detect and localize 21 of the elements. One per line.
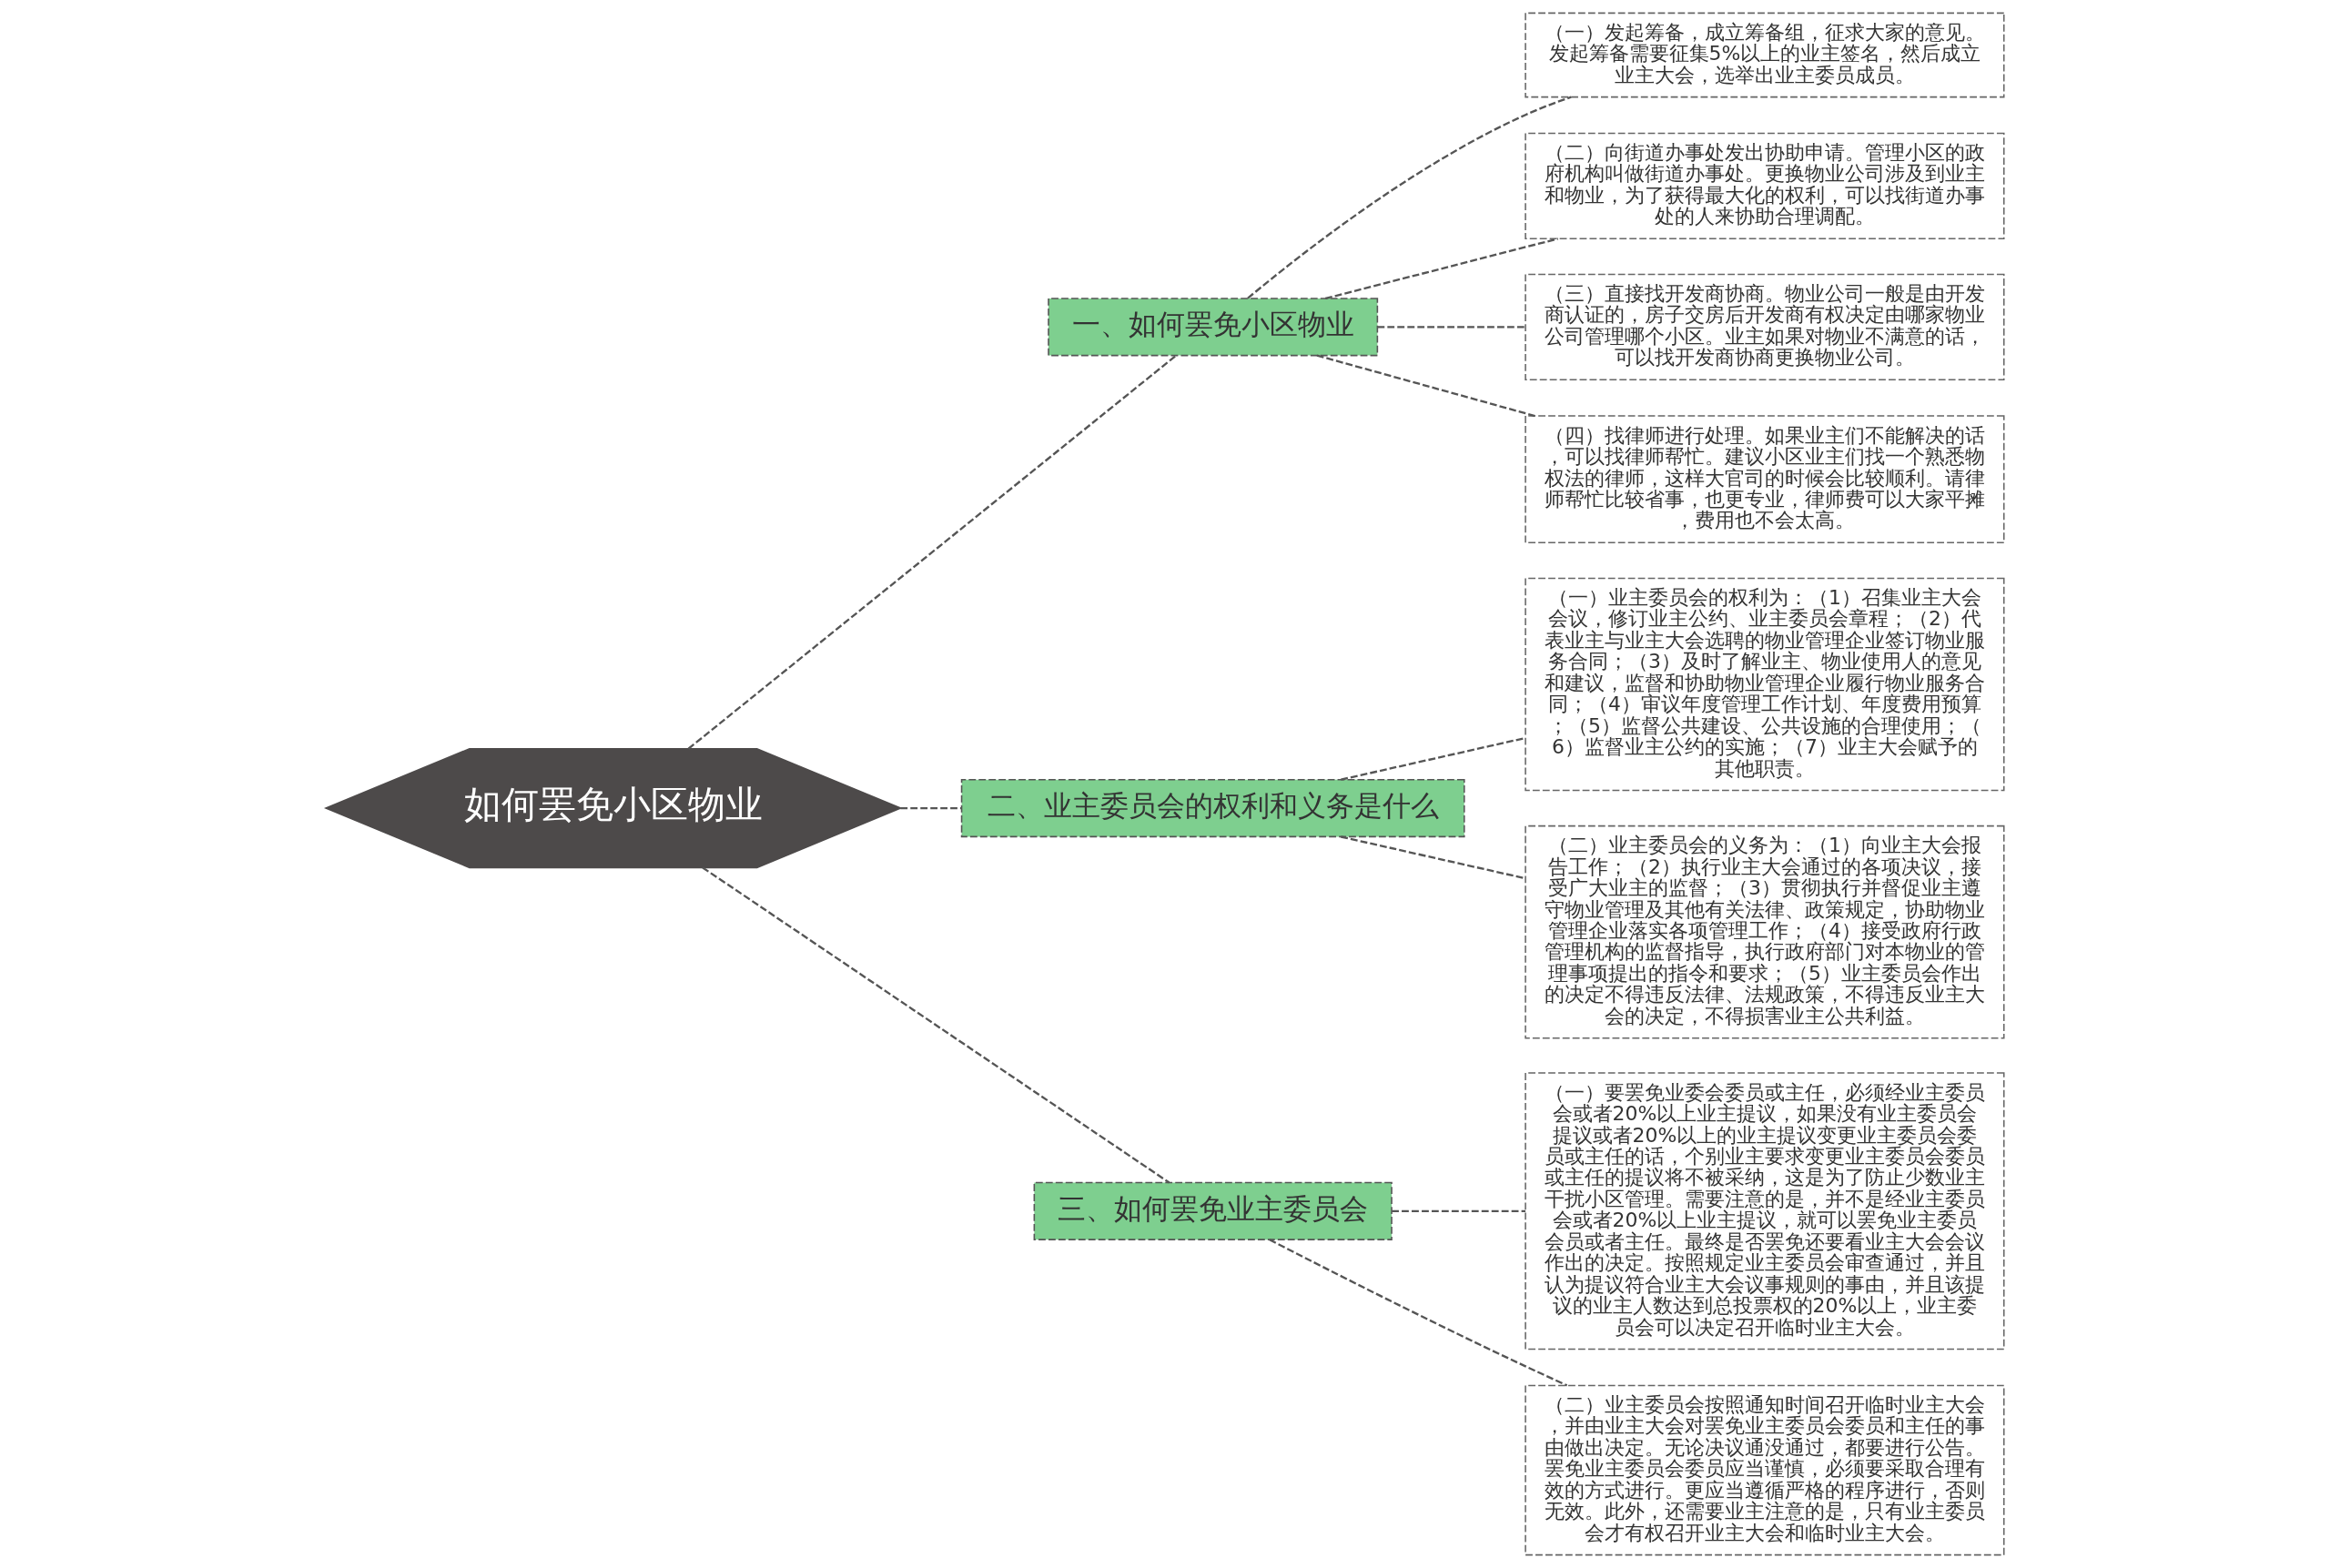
connector [1325,238,1559,300]
node-box: （二）向街道办事处发出协助申请。管理小区的政府机构叫做街道办事处。更换物业公司涉及到业主和物业，为了获得最大化的权利，可以找街道办事处的人来协助合理调配。 [1525,132,2005,240]
node-box: （一）业主委员会的权利为：（1）召集业主大会会议，修订业主公约、业主委员会章程；（2）代表业主与业主大会选聘的物业管理企业签订物业服务合同；（3）及时了解业主、物业使用人的意见和建议，监督和协助物业管理企业履行物业服务合同；（4）审议年度管理工作计划、年度费用预算；（5）监督公共建设、公共设施的合理使用；（6）监督业主公约的实施；（7）业主大会赋予的其他职责。 [1525,577,2005,792]
node-box: （三）直接找开发商协商。物业公司一般是由开发商认证的，房子交房后开发商有权决定由哪家物业公司管理哪个小区。业主如果对物业不满意的话，可以找开发商协商更换物业公司。 [1525,273,2005,380]
node-box: 三、如何罢免业主委员会 [1033,1181,1393,1240]
node-box: （一）要罢免业委会委员或主任，必须经业主委员会或者20%以上业主提议，如果没有业主委员会提议或者20%以上的业主提议变更业主委员会委员或主任的话，个别业主要求变更业主委员会委员或主任的提议将不被采纳，这是为了防止少数业主干扰小区管理。需要注意的是，并不是经业主委员会或者20%以上业主提议，就可以罢免业主委员会员或者主任。最终是否罢免还要看业主大会会议作出的决定。按照规定业主委员会审查通过，并且认为提议符合业主大会议事规则的事由，并且该提议的业主人数达到总投票权的20%以上，业主委员会可以决定召开临时业主大会。 [1525,1072,2005,1351]
node-box: （一）发起筹备，成立筹备组，征求大家的意见。发起筹备需要征集5%以上的业主签名，然后成立业主大会，选举出业主委员成员。 [1525,12,2005,98]
connector [702,866,1170,1184]
node-box: （四）找律师进行处理。如果业主们不能解决的话，可以找律师帮忙。建议小区业主们找一个熟悉物权法的律师，这样大官司的时候会比较顺利。请律师帮忙比较省事，也更专业，律师费可以大家平摊，费用也不会太高。 [1525,415,2005,544]
connector [1247,96,1572,299]
node-box: 二、业主委员会的权利和义务是什么 [960,779,1465,838]
connector [900,806,962,810]
node-box: 一、如何罢免小区物业 [1048,298,1379,357]
connector [1377,326,1525,329]
connector [687,355,1177,750]
node-box: （二）业主委员会的义务为：（1）向业主大会报告工作；（2）执行业主大会通过的各项决议，接受广大业主的监督；（3）贯彻执行并督促业主遵守物业管理及其他有关法律、政策规定，协助物业管理企业落实各项管理工作；（4）接受政府行政管理机构的监督指导，执行政府部门对本物业的管理事项提出的指令和要求；（5）业主委员会作出的决定不得违反法律、法规政策，不得违反业主大会的决定，不得损害业主公共利益。 [1525,824,2005,1039]
connector [1316,354,1535,418]
connector [1392,1209,1526,1212]
connector [1341,736,1525,781]
node-box: （二）业主委员会按照通知时间召开临时业主大会，并由业主大会对罢免业主委员会委员和主任的事由做出决定。无论决议通没通过，都要进行公告。罢免业主委员会委员应当谨慎，必须要采取合理有效的方式进行。更应当遵循严格的程序进行，否则无效。此外，还需要业主注意的是，只有业主委员会才有权召开业主大会和临时业主大会。 [1525,1384,2005,1556]
connector [1341,835,1525,880]
